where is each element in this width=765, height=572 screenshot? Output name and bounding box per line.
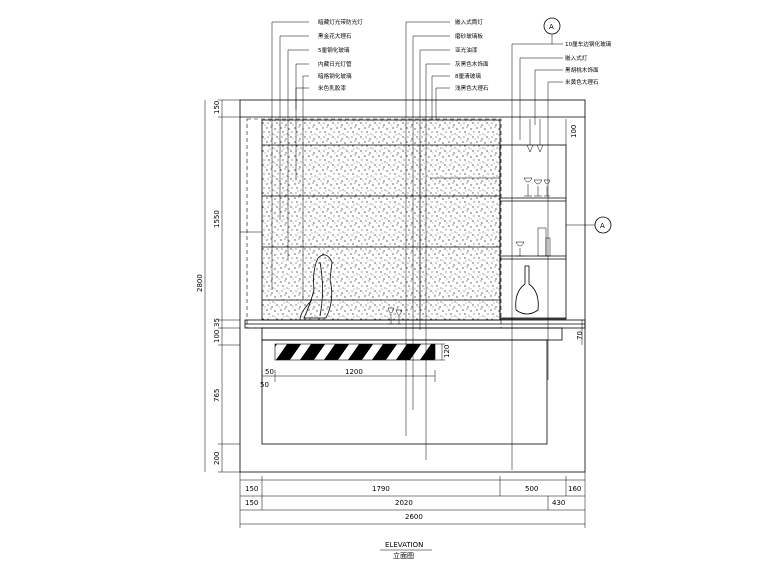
leader-lines: [271, 21, 595, 470]
drawing-title: ELEVATION: [385, 541, 423, 549]
dim-bottom1-1790: 1790: [372, 485, 390, 493]
dim-left-100: 100: [213, 330, 221, 343]
dim-bottom1-500: 500: [525, 485, 538, 493]
dim-bottom2-150: 150: [245, 499, 258, 507]
dim-inner-120: 120: [443, 345, 451, 358]
dim-inner-50a: 50: [265, 368, 274, 376]
note-1-5: 暗格钢化玻璃: [318, 72, 352, 80]
section-marker-top: A: [543, 17, 561, 35]
note-2-6: 浅黑色大理石: [455, 84, 489, 92]
display-shelf: [499, 144, 567, 320]
dim-bottom2-2020: 2020: [395, 499, 413, 507]
note-3-1: 10厘车边钢化玻璃: [565, 40, 612, 48]
decanter: [515, 265, 539, 315]
striped-base: [274, 343, 436, 361]
room-outline: [239, 99, 586, 473]
right-dimension-chain: [565, 119, 583, 345]
drawing-subtitle: 立面图: [393, 551, 414, 560]
note-1-4: 内藏日光灯管: [318, 60, 352, 68]
dim-bottom2-430: 430: [552, 499, 565, 507]
dim-right-70: 70: [576, 331, 584, 340]
dim-bottom1-150: 150: [245, 485, 258, 493]
note-2-2: 磨砂玻璃板: [455, 32, 483, 40]
lower-cabinet: [261, 339, 548, 445]
note-2-5: 8厘清玻璃: [455, 72, 481, 80]
note-2-4: 灰黑色木饰面: [455, 60, 489, 68]
note-1-3: 5厘钢化玻璃: [318, 46, 350, 54]
note-1-1: 暗藏灯光带防光灯: [318, 18, 363, 26]
note-1-2: 黑金花大理石: [318, 32, 352, 40]
dim-left-35: 35: [213, 318, 221, 327]
svg-text:A: A: [600, 222, 605, 230]
dim-bottom1-160: 160: [568, 485, 581, 493]
stone-wall-panel: [261, 119, 501, 321]
pendant-lights: [526, 119, 544, 153]
dim-right-100: 100: [570, 125, 578, 138]
note-2-1: 嵌入式筒灯: [455, 18, 483, 26]
note-3-4: 米黄色大理石: [565, 78, 599, 86]
dim-left-150: 150: [213, 101, 221, 114]
note-3-3: 黑胡桃木饰面: [565, 66, 599, 74]
left-dimension-chain: [204, 99, 240, 473]
sculpture-vase: [299, 254, 333, 321]
note-1-6: 米色乳胶漆: [318, 84, 346, 92]
dim-left-200: 200: [213, 452, 221, 465]
bottom-dimension-chain: [239, 472, 586, 528]
note-3-2: 嵌入式灯: [565, 54, 588, 62]
note-2-3: 亚光油漆: [455, 46, 478, 54]
dim-left-total: 2800: [196, 274, 204, 292]
dim-inner-50b: 50: [260, 381, 269, 389]
inner-dimension-lines: [261, 344, 443, 382]
dim-inner-1200: 1200: [345, 368, 363, 376]
dim-bottom-total: 2600: [405, 513, 423, 521]
svg-text:A: A: [549, 23, 554, 31]
dim-left-765: 765: [213, 389, 221, 402]
dim-left-1550: 1550: [213, 210, 221, 228]
section-marker-right: A: [594, 216, 612, 234]
